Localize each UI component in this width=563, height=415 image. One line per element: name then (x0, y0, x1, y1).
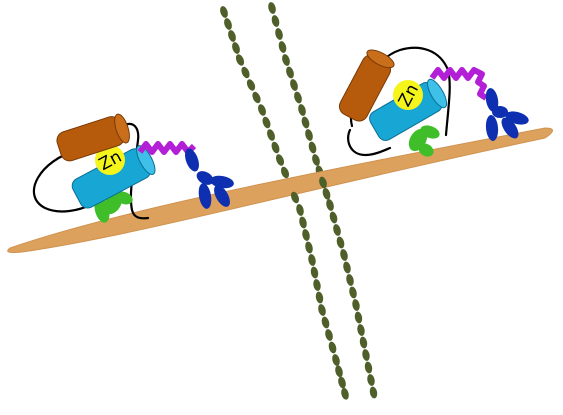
diagram-canvas: Zn Zn (0, 0, 563, 415)
